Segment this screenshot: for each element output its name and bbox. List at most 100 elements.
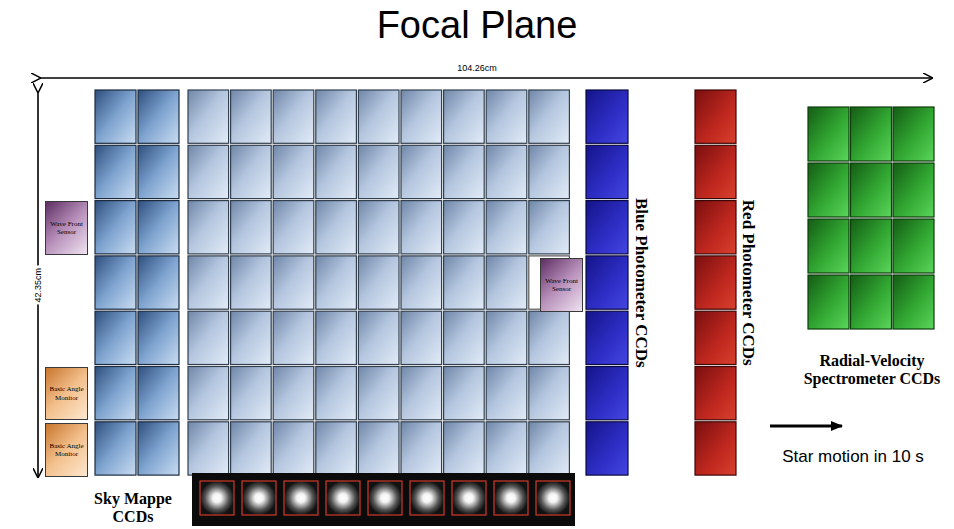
rvs-ccd [851, 219, 892, 273]
astrometric-ccd [486, 256, 527, 309]
astrometric-ccd [444, 90, 485, 143]
astrometric-ccd [444, 201, 485, 254]
sky-mapper-ccd [95, 256, 136, 309]
sky-mapper-ccd [95, 145, 136, 198]
astrometric-ccd [231, 90, 272, 143]
basic-angle-monitor-box: Basic Angle Monitor [45, 367, 88, 420]
astrometric-ccd [273, 422, 314, 475]
star-image [452, 481, 486, 515]
astrometric-ccd [316, 422, 357, 475]
blue-photometer-ccd [586, 367, 628, 420]
box-label: Basic Angle Monitor [48, 385, 85, 401]
astrometric-ccd [188, 90, 229, 143]
star-image [200, 481, 234, 515]
astrometric-ccd [358, 311, 399, 364]
astrometric-ccd [486, 367, 527, 420]
astrometric-ccd [273, 201, 314, 254]
astrometric-ccd [444, 145, 485, 198]
astrometric-ccd [486, 201, 527, 254]
rvs-ccd [851, 275, 892, 329]
astrometric-ccd [231, 201, 272, 254]
sky-mapper-ccd [95, 90, 136, 143]
box-label: Basic Angle Monitor [48, 442, 85, 458]
astrometric-ccd [316, 90, 357, 143]
astrometric-ccd [529, 422, 570, 475]
red-photometer-ccd [695, 201, 736, 254]
astrometric-ccd [316, 256, 357, 309]
rvs-ccd [893, 107, 934, 161]
astrometric-ccd [529, 367, 570, 420]
blue-photometer-ccd [586, 256, 628, 309]
astrometric-ccd [529, 145, 570, 198]
width-dimension-line [40, 77, 932, 79]
astrometric-ccd [358, 145, 399, 198]
astrometric-ccd [273, 311, 314, 364]
astrometric-ccd [444, 367, 485, 420]
sky-mapper-ccd [138, 201, 179, 254]
astrometric-ccd [401, 90, 442, 143]
astrometric-ccd [401, 201, 442, 254]
rvs-ccd [808, 275, 849, 329]
astrometric-ccd [529, 311, 570, 364]
astrometric-ccd [316, 145, 357, 198]
ccd-array [95, 90, 934, 475]
height-dimension: 42.35cm [33, 266, 43, 305]
rvs-ccd [893, 163, 934, 217]
blue-photometer-ccd [586, 422, 628, 475]
blue-photometer-ccd [586, 145, 628, 198]
astrometric-ccd [401, 367, 442, 420]
star-image [536, 481, 570, 515]
star-image [368, 481, 402, 515]
rvs-ccd [808, 107, 849, 161]
blue-photometer-ccd [586, 311, 628, 364]
sky-mapper-ccd [138, 367, 179, 420]
astrometric-ccd [486, 145, 527, 198]
astrometric-ccd [231, 145, 272, 198]
sky-mapper-ccd [138, 90, 179, 143]
astrometric-ccd [486, 311, 527, 364]
motion-arrow [770, 425, 842, 428]
astrometric-ccd [316, 311, 357, 364]
astrometric-ccd [188, 367, 229, 420]
astrometric-ccd [444, 311, 485, 364]
astrometric-ccd [401, 256, 442, 309]
wave-front-sensor-box: Wave Front Sensor [45, 201, 88, 255]
star-image [326, 481, 360, 515]
rvs-ccd [893, 219, 934, 273]
astrometric-ccd [188, 201, 229, 254]
astrometric-ccd [486, 90, 527, 143]
astrometric-ccd [358, 422, 399, 475]
star-image [284, 481, 318, 515]
basic-angle-monitor-box: Basic Angle Monitor [45, 423, 88, 477]
blue-photometer-label: Blue Photometer CCDs [631, 173, 651, 393]
astrometric-ccd [188, 145, 229, 198]
sky-mapper-ccd [138, 422, 179, 475]
sky-mapper-strip [192, 473, 575, 526]
astrometric-ccd [486, 422, 527, 475]
astrometric-ccd [444, 422, 485, 475]
sky-mapper-ccd [95, 367, 136, 420]
astrometric-ccd [358, 367, 399, 420]
red-photometer-ccd [695, 422, 736, 475]
width-dimension: 104.26cm [442, 63, 512, 73]
red-photometer-ccd [695, 256, 736, 309]
box-label: Wave Front Sensor [48, 220, 85, 236]
astrometric-ccd [358, 90, 399, 143]
sky-mapper-ccd [95, 422, 136, 475]
astrometric-ccd [401, 311, 442, 364]
rvs-ccd [808, 163, 849, 217]
star-images [200, 481, 570, 515]
astrometric-ccd [188, 256, 229, 309]
red-photometer-ccd [695, 90, 736, 143]
astrometric-ccd [273, 145, 314, 198]
rvs-label: Radial-Velocity Spectrometer CCDs [797, 352, 947, 389]
astrometric-ccd [231, 256, 272, 309]
astrometric-ccd [231, 422, 272, 475]
rvs-ccd [851, 107, 892, 161]
astrometric-ccd [529, 201, 570, 254]
rvs-ccd [851, 163, 892, 217]
astrometric-ccd [188, 422, 229, 475]
astrometric-ccd [358, 201, 399, 254]
astrometric-ccd [444, 256, 485, 309]
